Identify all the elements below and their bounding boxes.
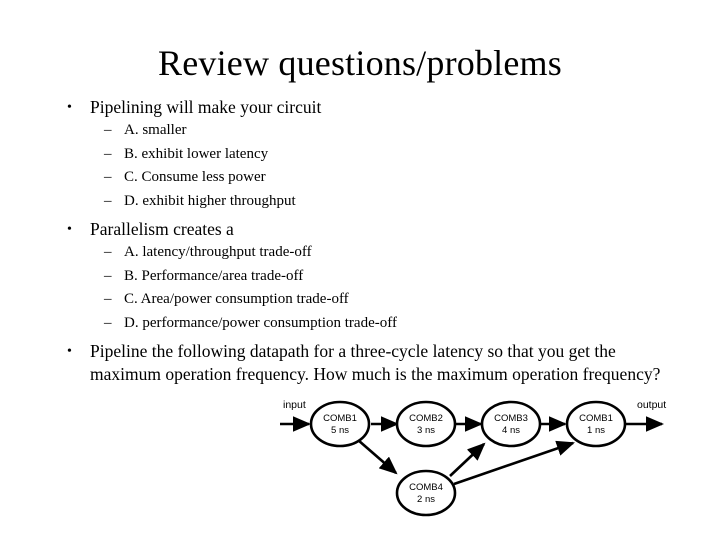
node-comb1a-name: COMB1 <box>323 413 357 424</box>
sub-item-label: A. smaller <box>124 122 187 138</box>
edge-comb4-to-comb3 <box>449 442 486 477</box>
node-comb4[interactable]: COMB4 2 ns <box>395 469 457 517</box>
bullet-item-parallelism: • Parallelism creates a <box>62 218 662 241</box>
node-comb4-name: COMB4 <box>409 482 443 493</box>
sub-item-q2-c: – C. Area/power consumption trade-off <box>62 288 662 312</box>
dash-glyph: – <box>104 267 112 284</box>
sub-item-label: C. Area/power consumption trade-off <box>124 291 349 307</box>
sub-item-label: D. performance/power consumption trade-o… <box>124 314 397 331</box>
node-comb1b[interactable]: COMB1 1 ns <box>565 400 627 448</box>
sub-item-label: D. exhibit higher throughput <box>124 192 296 209</box>
sub-item-label: B. Performance/area trade-off <box>124 267 304 284</box>
bullet-glyph: • <box>67 100 72 115</box>
dash-glyph: – <box>104 291 112 307</box>
node-comb2-delay: 3 ns <box>417 425 435 436</box>
sub-item-q1-c: – C. Consume less power <box>62 166 662 190</box>
node-comb3-delay: 4 ns <box>502 425 520 436</box>
bullet-glyph: • <box>67 222 72 237</box>
sub-item-label: B. exhibit lower latency <box>124 145 269 162</box>
dash-glyph: – <box>104 192 112 209</box>
node-comb2[interactable]: COMB2 3 ns <box>395 400 457 448</box>
dash-glyph: – <box>104 244 112 260</box>
node-comb2-name: COMB2 <box>409 413 443 424</box>
sub-item-q1-d: – D. exhibit higher throughput <box>62 190 662 214</box>
dash-glyph: – <box>104 145 112 162</box>
page-title: Review questions/problems <box>158 43 562 83</box>
node-comb3[interactable]: COMB3 4 ns <box>480 400 542 448</box>
node-comb1b-delay: 1 ns <box>587 425 605 436</box>
sub-item-q2-d: – D. performance/power consumption trade… <box>62 312 662 336</box>
node-comb3-name: COMB3 <box>494 413 528 424</box>
node-comb1a-delay: 5 ns <box>331 425 349 436</box>
bullet-item-pipeline-problem: • Pipeline the following datapath for a … <box>62 340 662 386</box>
bullet-item-pipelining: • Pipelining will make your circuit <box>62 96 662 119</box>
dash-glyph: – <box>104 122 112 138</box>
sub-item-label: A. latency/throughput trade-off <box>124 244 312 260</box>
bullet-label: Parallelism creates a <box>90 219 234 239</box>
sub-item-label: C. Consume less power <box>124 169 266 185</box>
sub-item-q1-a: – A. smaller <box>62 119 662 143</box>
input-label: input <box>283 399 306 411</box>
edge-comb1a-to-comb4 <box>357 439 398 475</box>
node-comb1a[interactable]: COMB1 5 ns <box>309 400 371 448</box>
slide-body: • Pipelining will make your circuit – A.… <box>62 96 662 386</box>
node-comb4-delay: 2 ns <box>417 494 435 505</box>
node-comb1b-name: COMB1 <box>579 413 613 424</box>
problem-line-3: operation frequency? <box>512 364 661 384</box>
sub-item-q2-a: – A. latency/throughput trade-off <box>62 241 662 265</box>
sub-item-q2-b: – B. Performance/area trade-off <box>62 265 662 289</box>
output-label: output <box>637 399 666 411</box>
dash-glyph: – <box>104 314 112 331</box>
datapath-diagram: COMB1 5 ns COMB2 3 ns COMB3 4 ns COMB1 1… <box>270 396 720 540</box>
edge-comb4-to-comb1b <box>453 440 575 486</box>
problem-line-1: Pipeline the following datapath for a th… <box>90 341 565 361</box>
dash-glyph: – <box>104 169 112 185</box>
sub-item-q1-b: – B. exhibit lower latency <box>62 143 662 167</box>
bullet-label: Pipelining will make your circuit <box>90 97 322 117</box>
bullet-glyph: • <box>67 344 72 359</box>
problem-line-2: get the maximum operation frequency. How… <box>90 341 616 384</box>
